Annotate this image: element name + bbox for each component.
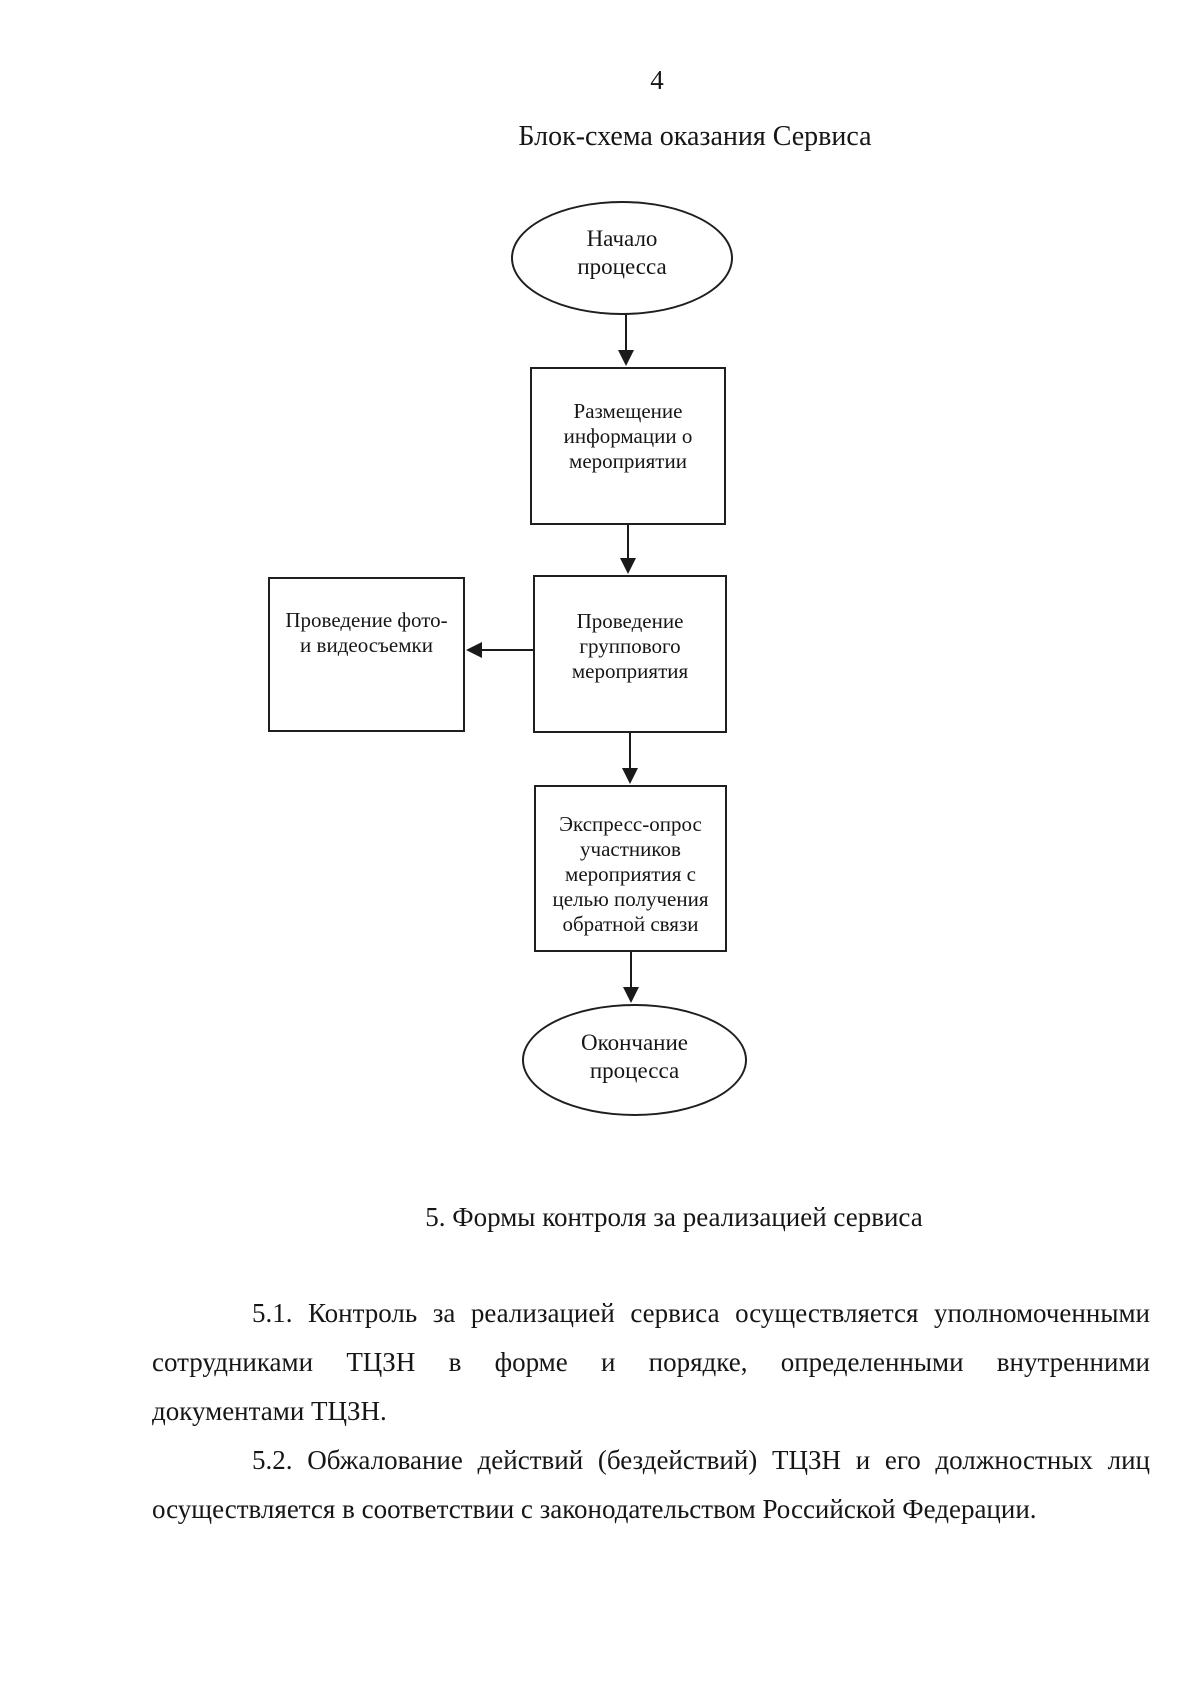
arrow-event-to-survey [622, 732, 638, 784]
paragraph-5-1-line-3: документами ТЦЗН. [152, 1396, 387, 1426]
flow-node-start: Начало процесса [511, 201, 733, 315]
page-number: 4 [650, 65, 664, 95]
body-text: 5.1. Контроль за реализацией сервиса осу… [152, 1289, 1150, 1534]
arrow-info-to-event [620, 524, 636, 574]
paragraph-5-1-line-1: 5.1. Контроль за реализацией сервиса осу… [252, 1298, 1150, 1328]
flow-node-survey-label: Экспресс-опрос участников мероприятия с … [552, 812, 709, 936]
flow-node-place-info: Размещение информации о мероприятии [530, 367, 726, 525]
flow-node-place-info-label: Размещение информации о мероприятии [563, 398, 693, 473]
flow-node-group-event: Проведение группового мероприятия [533, 575, 727, 733]
flow-node-survey: Экспресс-опрос участников мероприятия с … [534, 785, 727, 952]
paragraph-5-1-line-2: сотрудниками ТЦЗН в форме и порядке, опр… [152, 1347, 1150, 1377]
flow-node-photo-video: Проведение фото- и видеосъемки [268, 577, 465, 732]
arrow-start-to-info [618, 314, 634, 366]
arrow-event-to-photo [466, 642, 533, 658]
flow-node-end: Окончание процесса [522, 1004, 747, 1116]
paragraph-5-2-line-1: 5.2. Обжалование действий (бездействий) … [252, 1445, 1150, 1475]
flow-node-end-label: Окончание процесса [580, 1030, 689, 1083]
paragraph-5-2-line-2: осуществляется в соответствии с законода… [152, 1494, 1037, 1524]
flow-node-start-label: Начало процесса [577, 226, 667, 279]
arrow-survey-to-end [623, 951, 639, 1003]
diagram-title: Блок-схема оказания Сервиса [518, 121, 872, 152]
section-heading: 5. Формы контроля за реализацией сервиса [425, 1202, 923, 1232]
flow-node-photo-video-label: Проведение фото- и видеосъемки [285, 607, 448, 657]
flow-node-group-event-label: Проведение группового мероприятия [571, 608, 689, 683]
